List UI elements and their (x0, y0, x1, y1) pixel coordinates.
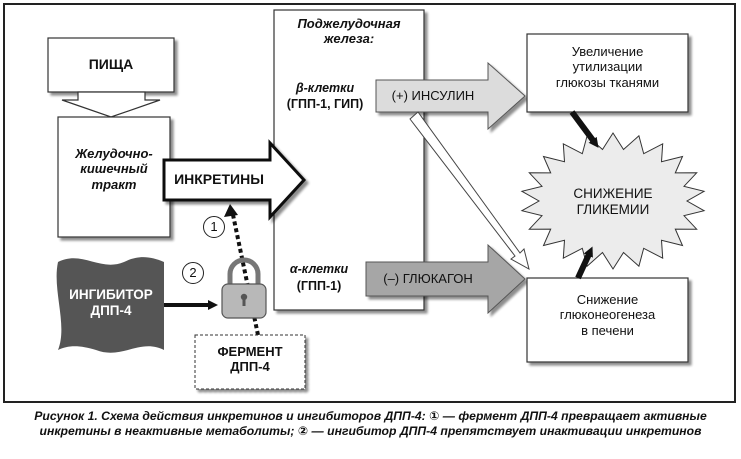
beta-cells-label: β-клетки (295, 81, 355, 95)
marker-1-label: 1 (210, 219, 218, 234)
enzyme-box (194, 334, 306, 390)
alpha-cells-label: α-клетки (289, 262, 349, 276)
insulin-label: (+) ИНСУЛИН (391, 88, 475, 103)
glucagon-arrow (365, 243, 526, 315)
incretins-label: ИНКРЕТИНЫ (174, 171, 264, 187)
marker-2-label: 2 (189, 265, 197, 280)
gi-tract-label: Желудочно- кишечный тракт (75, 146, 153, 192)
glycemia-label: СНИЖЕНИЕ ГЛИКЕМИИ (573, 186, 653, 217)
alpha-hormones-label: (ГПП-1) (296, 279, 342, 293)
glucagon-label: (–) ГЛЮКАГОН (383, 271, 473, 286)
beta-hormones-label: (ГПП-1, ГИП) (286, 97, 364, 111)
utilization-to-glycemia-arrow (569, 110, 599, 148)
gi-tract-box (57, 116, 171, 238)
food-label: ПИЩА (88, 56, 134, 72)
glucose-utilization-label: Увеличение утилизации глюкозы тканями (555, 44, 660, 90)
gluconeogenesis-box (526, 277, 689, 363)
food-to-gi-arrow (61, 91, 161, 118)
incretins-arrow (162, 139, 307, 221)
marker-1-circle (203, 216, 225, 238)
insulin-to-liver-arrow (409, 111, 530, 270)
glycemia-burst (520, 132, 706, 270)
enzyme-label: ФЕРМЕНТ ДПП-4 (217, 344, 283, 375)
insulin-arrow (375, 61, 526, 131)
pancreas-title: Поджелудочная железа: (297, 16, 401, 47)
inhibitor-flag (56, 257, 164, 353)
gluconeogenesis-to-glycemia-arrow (575, 246, 593, 280)
figure-caption: Рисунок 1. Схема действия инкретинов и и… (34, 409, 707, 438)
diagram-canvas (47, 9, 706, 390)
marker-2-circle (182, 262, 204, 284)
gluconeogenesis-label: Снижение глюконеогенеза в печени (559, 292, 656, 338)
inhibitor-label: ИНГИБИТОР ДПП-4 (69, 287, 153, 318)
lock-icon (221, 257, 267, 319)
glucose-utilization-box (526, 33, 689, 113)
pancreas-box (273, 9, 425, 311)
food-box (47, 37, 175, 93)
enzyme-arrowhead (224, 204, 238, 217)
